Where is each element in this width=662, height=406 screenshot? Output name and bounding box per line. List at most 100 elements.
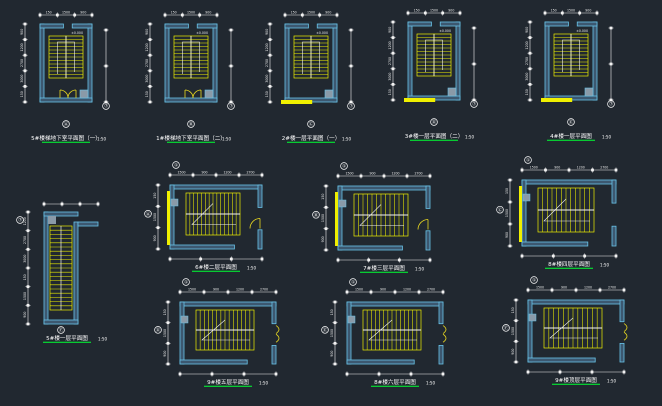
dimension-value: 1500 (187, 10, 195, 14)
dimension-tick (591, 168, 594, 172)
dimension-tick (567, 168, 571, 172)
axis-circle (16, 216, 24, 224)
dimension-tick (324, 248, 328, 252)
dimension-tick (268, 69, 272, 73)
highlighted-wall (519, 186, 522, 242)
right-wall (212, 23, 218, 103)
dimension-tick (274, 372, 278, 376)
door-arc (67, 89, 77, 99)
axis-circle (607, 100, 615, 108)
axis-circle (182, 278, 190, 286)
axis-label: ① (351, 280, 355, 286)
dimension-tick (526, 370, 530, 374)
axis-label: ⑦ (104, 104, 108, 110)
axis-bubble-horizontal: Ⓑ (187, 120, 195, 128)
plan-title: 2#楼一层平面图（一） (282, 134, 341, 142)
dimension-value: 900 (505, 232, 509, 238)
dimension-tick (148, 53, 152, 57)
dimension-value: 3000 (20, 75, 24, 83)
plan-title: 4#楼一层平面图 (550, 132, 592, 140)
plan-title: 5#楼梯地下室平面图（一） (31, 134, 101, 142)
dimension-tick (391, 83, 395, 86)
dimension-tick (472, 26, 476, 30)
bottom-wall (169, 244, 235, 250)
right-wall-lower (271, 344, 277, 365)
left-wall (407, 21, 413, 101)
wing-wall (77, 221, 99, 227)
dimension-value: 3000 (525, 73, 529, 81)
left-wall (164, 23, 170, 103)
door-swing-right (192, 89, 202, 99)
dimension-tick (42, 202, 46, 206)
plan-title: 9#楼五层平面图 (207, 378, 249, 386)
landing-elevation: ±0.000 (196, 31, 208, 35)
dimension-tick (38, 13, 42, 17)
right-wall-lower (611, 225, 617, 247)
dimension-tick (250, 290, 254, 294)
axis-circle (349, 278, 357, 286)
plan-caption: 1#楼梯地下室平面图（二）1:50 (156, 134, 231, 143)
dimension-tick (333, 321, 337, 325)
dimension-tick (336, 174, 340, 178)
dimension-tick (60, 202, 64, 206)
left-wall (337, 185, 343, 251)
highlighted-wall (167, 191, 170, 245)
axis-circle (430, 118, 438, 126)
floor-slab-edge (281, 100, 313, 104)
dimension-tick (544, 168, 547, 172)
top-wall (179, 301, 277, 307)
dimension-value: 1200 (265, 43, 269, 51)
axis-label: ① (526, 158, 530, 164)
axis-circle (530, 276, 538, 284)
dimension-value: 1200 (223, 170, 231, 174)
dimension-value: 900 (325, 10, 331, 14)
dimension-value: 150 (145, 91, 149, 97)
axis-circle (102, 102, 110, 110)
right-wall-upper (611, 179, 617, 204)
dimension-value: 150 (330, 309, 334, 315)
dimension-value: 2700 (265, 59, 269, 67)
dimension-value: 1200 (403, 287, 411, 291)
bottom-wall (39, 97, 93, 103)
dimension-value: 150 (414, 8, 420, 12)
dimension-value: 150 (163, 309, 167, 315)
axis-circle (502, 324, 510, 332)
dimension-value: 900 (201, 170, 207, 174)
axis-label: ① (342, 164, 346, 170)
top-wall-left (39, 23, 64, 29)
left-wall (527, 299, 533, 363)
dimension-tick (26, 285, 30, 289)
dimension-value: 900 (561, 285, 567, 289)
axis-label: Ⓐ (64, 121, 69, 128)
plan-title: 9#楼顶层平面图 (555, 376, 597, 384)
top-wall (169, 184, 263, 190)
direction-arrow (201, 319, 250, 341)
structural-column (48, 216, 56, 224)
axis-circle (524, 156, 532, 164)
dimension-value: 900 (525, 27, 529, 33)
dimension-tick (229, 64, 233, 68)
dimension-tick (237, 173, 241, 177)
right-wall-lower (438, 344, 444, 365)
dimension-tick (609, 98, 613, 102)
plan-title: 1#楼梯地下室平面图（二） (156, 134, 226, 142)
dimension-value: 2700 (427, 287, 435, 291)
dimension-value: 1200 (525, 41, 529, 49)
axis-bubble-vertical: ⑦ (16, 216, 24, 224)
axis-label: Ⓔ (569, 119, 574, 126)
dimension-value: 1200 (391, 171, 399, 175)
dimension-value: 150 (388, 89, 392, 95)
dimension-value: 900 (163, 351, 167, 357)
dimension-value: 900 (213, 287, 219, 291)
stair-flight-upper (195, 309, 255, 331)
axis-label: Ⓒ (309, 121, 314, 128)
axis-bubble-vertical: Ⓒ (496, 205, 504, 214)
axis-bubble-horizontal: Ⓕ (57, 326, 65, 334)
dimension-tick (23, 22, 27, 26)
dimension-tick (156, 247, 160, 251)
bottom-wall (346, 359, 415, 365)
door-arc (249, 218, 261, 229)
dimension-tick (260, 173, 264, 177)
